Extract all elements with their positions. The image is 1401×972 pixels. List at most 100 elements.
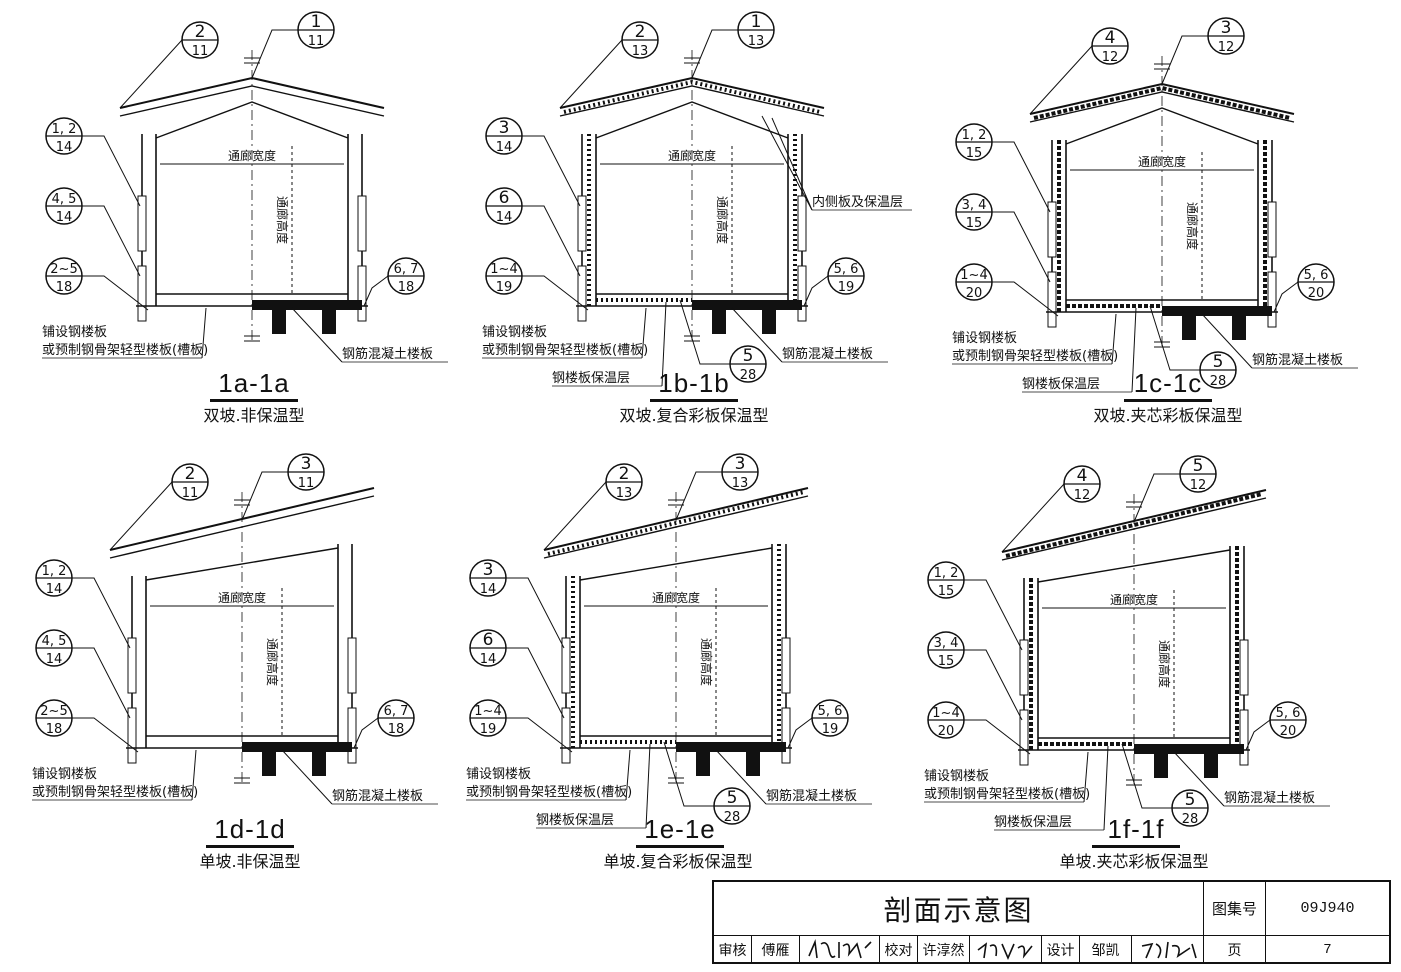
ref-bubble: 412 xyxy=(1063,465,1101,503)
left-window-panel xyxy=(1047,271,1057,328)
ref-leader xyxy=(1133,473,1180,523)
ref-bubble-bottom: 15 xyxy=(966,146,983,161)
ref-bubble-top: 1~4 xyxy=(960,268,987,283)
insulation-leader xyxy=(661,301,667,387)
ref-bubble-bottom: 18 xyxy=(398,280,415,295)
height-label: 通廊高度 xyxy=(715,196,730,244)
ref-leader xyxy=(992,211,1051,283)
ceiling-line xyxy=(145,547,339,581)
right-window-panel xyxy=(347,637,357,694)
ref-leader xyxy=(1149,305,1200,371)
ref-leader xyxy=(559,39,623,109)
beam-support xyxy=(696,752,710,776)
concrete-slab xyxy=(1134,744,1244,754)
ref-bubble-bottom: 14 xyxy=(480,652,497,667)
left-window-panel xyxy=(577,195,587,252)
ref-bubble-bottom: 20 xyxy=(966,286,983,301)
ref-bubble-bottom: 13 xyxy=(732,476,749,491)
right-window-panel xyxy=(797,195,807,252)
ref-leader xyxy=(964,579,1023,651)
beam-support xyxy=(262,752,276,776)
review-label: 审核 xyxy=(714,936,752,964)
ref-bubble-top: 5, 6 xyxy=(818,704,843,719)
ref-bubble-top: 5 xyxy=(1213,352,1224,372)
ref-bubble-top: 2 xyxy=(195,22,206,42)
ref-bubble-bottom: 15 xyxy=(966,216,983,231)
ref-bubble-bottom: 13 xyxy=(632,44,649,59)
concrete-label: 钢筋混凝土楼板 xyxy=(766,788,857,804)
ref-bubble: 512 xyxy=(1179,455,1217,493)
width-label: 通廊宽度 xyxy=(1138,154,1186,169)
ref-bubble-top: 4 xyxy=(1105,28,1116,48)
ref-bubble: 412 xyxy=(1091,27,1129,65)
width-label: 通廊宽度 xyxy=(218,590,266,605)
ref-bubble-bottom: 14 xyxy=(496,210,513,225)
ref-leader xyxy=(251,29,298,79)
ref-bubble-bottom: 14 xyxy=(56,210,73,225)
ref-leader xyxy=(72,647,131,719)
ref-leader xyxy=(964,649,1023,721)
checker-name: 许淳然 xyxy=(918,936,970,964)
concrete-leader xyxy=(1173,751,1225,807)
section-title-1f: 1f-1f xyxy=(1036,814,1236,848)
width-label: 通廊宽度 xyxy=(652,590,700,605)
page-number: 7 xyxy=(1323,942,1332,958)
height-label: 通廊高度 xyxy=(275,196,290,244)
ceiling-line xyxy=(1037,549,1231,583)
left-window-panel xyxy=(127,707,137,764)
deck-leader xyxy=(1083,751,1089,803)
right-window-panel xyxy=(781,707,791,764)
ref-bubble: 614 xyxy=(485,187,523,225)
ref-bubble-top: 5 xyxy=(727,788,738,808)
ref-bubble: 111 xyxy=(297,11,335,49)
ref-bubble-bottom: 19 xyxy=(480,722,497,737)
ref-bubble-bottom: 12 xyxy=(1074,488,1091,503)
ref-bubble-bottom: 18 xyxy=(46,722,63,737)
ref-bubble: 1~419 xyxy=(485,257,523,295)
ref-bubble: 1, 215 xyxy=(927,561,965,599)
right-window-panel xyxy=(781,637,791,694)
ref-bubble: 1, 214 xyxy=(35,559,73,597)
ref-bubble-top: 6 xyxy=(483,630,494,650)
ref-leader xyxy=(522,205,581,277)
ref-bubble-bottom: 12 xyxy=(1190,478,1207,493)
ref-bubble-top: 3, 4 xyxy=(962,198,987,213)
ref-bubble: 113 xyxy=(737,11,775,49)
ref-bubble-top: 3, 4 xyxy=(934,636,959,651)
ref-bubble: 5, 619 xyxy=(827,257,865,295)
check-label: 校对 xyxy=(880,936,918,964)
ref-leader xyxy=(506,577,565,649)
ref-bubble-bottom: 14 xyxy=(46,582,63,597)
ref-leader xyxy=(82,135,141,207)
ref-bubble: 312 xyxy=(1207,17,1245,55)
deck-label-2: 或预制钢骨架轻型楼板(槽板) xyxy=(482,343,648,358)
ref-bubble-bottom: 20 xyxy=(1280,724,1297,739)
beam-support xyxy=(1232,316,1246,340)
ref-bubble-top: 3 xyxy=(735,454,746,474)
ref-bubble: 2~518 xyxy=(45,257,83,295)
ref-leader xyxy=(992,141,1051,213)
insulation-leader xyxy=(1103,745,1109,831)
ref-leader xyxy=(1121,743,1172,809)
concrete-slab xyxy=(676,742,786,752)
right-window-panel xyxy=(797,265,807,322)
ref-leader xyxy=(691,29,738,79)
ref-bubble-top: 5, 6 xyxy=(834,262,859,277)
concrete-label: 钢筋混凝土楼板 xyxy=(1252,352,1343,368)
concrete-label: 钢筋混凝土楼板 xyxy=(1224,790,1315,806)
ref-bubble: 5, 619 xyxy=(811,699,849,737)
ref-leader xyxy=(803,275,829,307)
ref-bubble: 4, 514 xyxy=(45,187,83,225)
width-label: 通廊宽度 xyxy=(228,148,276,163)
ref-bubble-bottom: 13 xyxy=(616,486,633,501)
ref-bubble-bottom: 18 xyxy=(56,280,73,295)
ref-leader xyxy=(353,717,379,749)
roof-insulation xyxy=(1033,85,1291,120)
left-window-panel xyxy=(561,637,571,694)
ref-leader xyxy=(522,275,589,311)
left-window-panel xyxy=(561,707,571,764)
concrete-slab xyxy=(692,300,802,310)
inner-panel-label: 内侧板及保温层 xyxy=(812,194,903,210)
